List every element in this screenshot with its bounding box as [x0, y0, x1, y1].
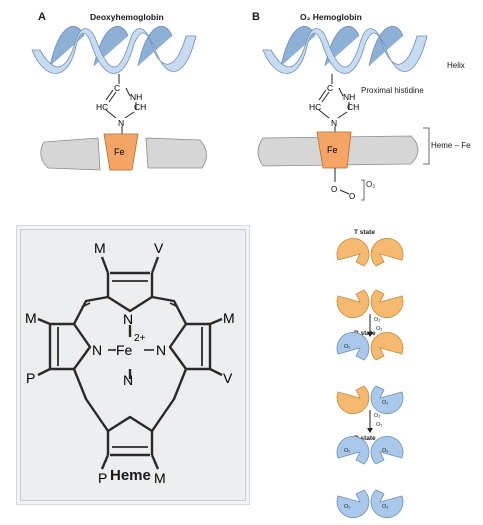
fe-b [316, 131, 352, 169]
histidine-a [105, 74, 137, 138]
label-o2: O₂ [366, 180, 376, 189]
helix-b [262, 26, 428, 74]
r2-o2-tr: O₂ [382, 448, 388, 454]
his-b-nh: NH [343, 92, 355, 102]
heme-n-bottom: N [123, 372, 133, 388]
fe-b-label: Fe [327, 145, 338, 155]
r-state-label-2: R state [354, 435, 376, 442]
heme-sub-v-right: V [223, 370, 233, 386]
his-b-ch: CH [347, 102, 359, 112]
heme-n-right: N [156, 342, 166, 358]
panel-b-title: O₂ Hemoglobin [300, 12, 362, 22]
arrow2-o2-b: O₂ [376, 422, 382, 428]
heme-sub-p-left: P [26, 370, 35, 386]
heme-sub-m-right: M [223, 310, 235, 326]
histidine-b [318, 74, 350, 138]
heme-sub-v-top: V [154, 240, 164, 256]
fe-a [103, 133, 139, 171]
arrow1-o2-a: O₂ [374, 317, 380, 323]
heme-n-left: N [92, 342, 102, 358]
his-b-c: C [327, 83, 333, 93]
t-state-label: T state [354, 229, 375, 236]
o2-b-o2: O [349, 192, 355, 201]
his-a-c: C [114, 83, 120, 93]
t-state-tetramer [336, 238, 404, 318]
panel-b-diagram: C NH HC CH N Fe O O [257, 26, 430, 201]
r-state-1-tetramer [336, 332, 404, 414]
helix-a [31, 26, 197, 74]
his-b-n: N [331, 118, 337, 128]
heme-structure: N N Fe 2+ N N M V M P M V P M [25, 240, 235, 486]
oxygenation-states: O₂ O₂ O₂ O₂ O₂ O₂ O₂ O₂ O₂ O₂ [336, 238, 404, 518]
label-heme-fe: Heme – Fe [431, 141, 471, 150]
o2-b-o1: O [331, 185, 337, 194]
heme-sub-m-bottom: M [154, 470, 166, 486]
his-a-hc: HC [96, 102, 108, 112]
heme-title: Heme [110, 467, 151, 484]
r-state-label-1: R state [354, 330, 376, 337]
his-a-n: N [118, 118, 124, 128]
his-a-nh: NH [130, 92, 142, 102]
r2-o2-bl: O₂ [344, 504, 350, 510]
r1-o2-tl: O₂ [344, 344, 350, 350]
arrow1-o2-b: O₂ [376, 326, 382, 332]
panel-a-diagram: C NH HC CH N Fe [31, 26, 207, 171]
r2-o2-tl: O₂ [344, 448, 350, 454]
heme-sub-p-bottom: P [98, 470, 107, 486]
label-proximal-histidine: Proximal histidine [361, 86, 424, 95]
heme-plane-a-right [145, 137, 207, 169]
heme-charge: 2+ [134, 333, 146, 344]
heme-sub-m-top: M [94, 240, 106, 256]
panel-a-letter: A [38, 11, 46, 23]
panel-a-title: Deoxyhemoglobin [90, 12, 164, 22]
arrow2-o2-a: O₂ [374, 413, 380, 419]
heme-fe: Fe [116, 342, 133, 358]
panel-b-letter: B [252, 11, 260, 23]
heme-plane-a-left [40, 137, 101, 171]
heme-n-top: N [123, 311, 133, 327]
r2-o2-br: O₂ [382, 504, 388, 510]
r1-o2-br: O₂ [382, 400, 388, 406]
his-b-hc: HC [309, 102, 321, 112]
r-state-2-tetramer [336, 436, 404, 518]
fe-a-label: Fe [114, 147, 125, 157]
heme-sub-m-left: M [25, 310, 37, 326]
his-a-ch: CH [134, 102, 146, 112]
label-helix: Helix [447, 61, 465, 70]
